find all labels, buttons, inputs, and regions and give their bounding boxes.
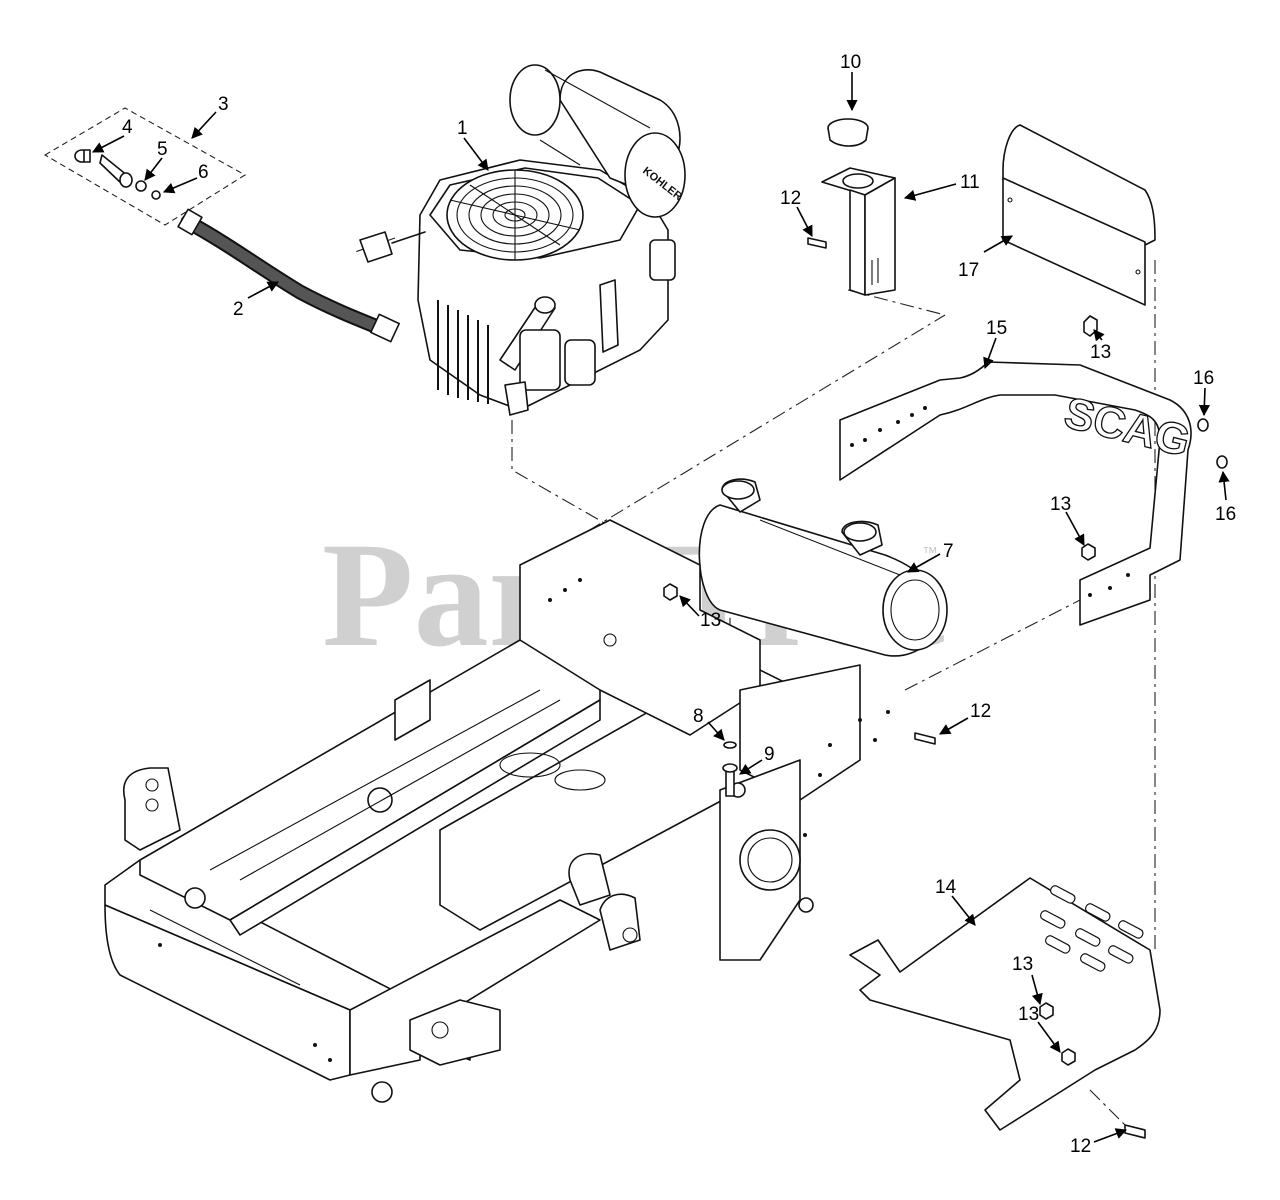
callout-16-lower: 16 [1215, 504, 1236, 525]
screw-16-upper [1197, 418, 1209, 432]
callout-16-upper: 16 [1193, 368, 1214, 389]
callout-9: 9 [764, 744, 775, 765]
nut-13-skid-upper [1039, 1002, 1054, 1020]
callout-leaders [92, 72, 1230, 1143]
nut-13-skid-lower [1061, 1048, 1076, 1066]
callout-labels: 1 2 3 4 5 6 7 8 9 10 11 12 12 12 13 13 1… [122, 52, 1236, 1157]
callout-10: 10 [840, 52, 861, 73]
callout-17: 17 [958, 260, 979, 281]
engine: KOHLER [359, 64, 686, 416]
callout-7: 7 [943, 541, 954, 562]
nut-13-frame [663, 583, 678, 601]
washer-8 [723, 741, 737, 749]
callout-13-skid-upper: 13 [1012, 954, 1033, 975]
callout-6: 6 [198, 162, 209, 183]
callout-4: 4 [122, 117, 133, 138]
skid-plate [849, 877, 1161, 1131]
screw-16-lower [1216, 455, 1228, 469]
heat-shield-plate [1002, 124, 1156, 337]
callout-13-frame: 13 [700, 610, 721, 631]
fuel-bracket [807, 118, 896, 296]
callout-8: 8 [693, 706, 704, 727]
callout-13-guard: 13 [1050, 494, 1071, 515]
muffler [698, 478, 948, 657]
callout-14: 14 [935, 877, 957, 898]
callout-3: 3 [218, 94, 229, 115]
callout-2: 2 [233, 299, 244, 320]
part-6-washer [151, 190, 161, 200]
callout-5: 5 [157, 139, 168, 160]
callout-13-plate: 13 [1090, 342, 1111, 363]
callout-12-frame: 12 [970, 701, 991, 722]
fuel-hose [177, 208, 400, 343]
frame-chassis [104, 519, 890, 1103]
fuel-fitting-kit [74, 149, 161, 200]
bolt-12-skid [1124, 1124, 1146, 1139]
nut-13-guard [1081, 543, 1096, 561]
fasteners [663, 418, 1228, 1139]
callout-1: 1 [457, 118, 468, 139]
callout-15: 15 [986, 318, 1007, 339]
callout-13-skid-lower: 13 [1018, 1004, 1039, 1025]
bolt-12-frame [914, 732, 936, 745]
callout-12-skid: 12 [1070, 1136, 1091, 1157]
callout-12-bracket: 12 [780, 188, 801, 209]
callout-11: 11 [960, 172, 980, 193]
